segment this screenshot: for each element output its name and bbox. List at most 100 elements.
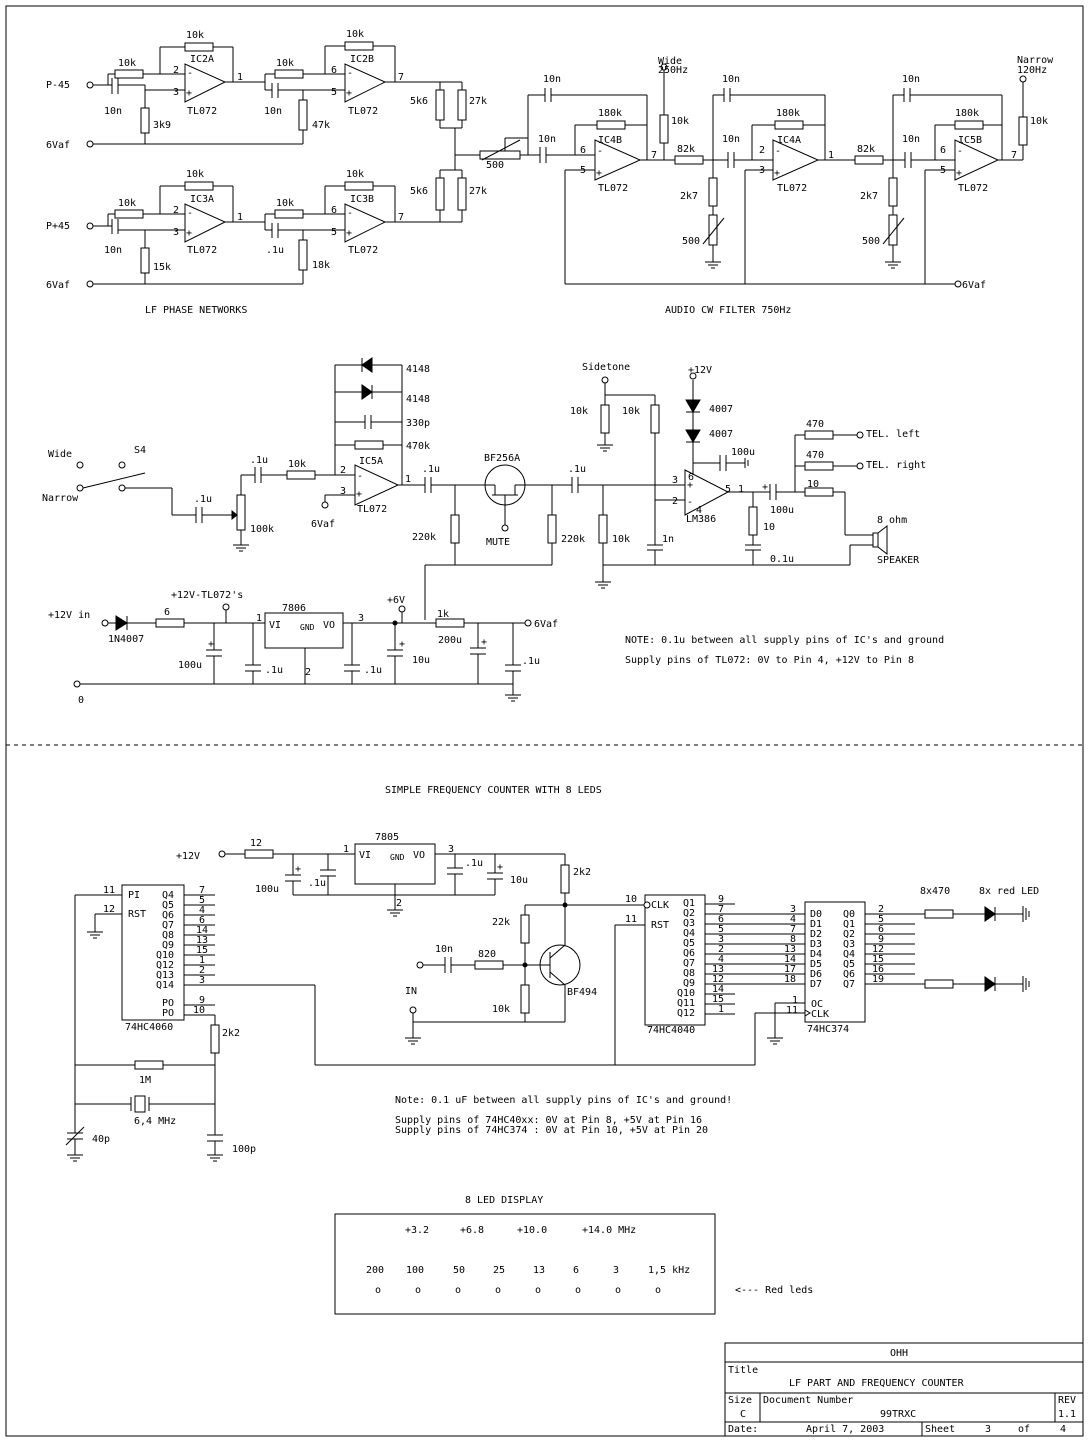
svg-text:3: 3 [718,934,724,945]
svg-text:4148: 4148 [406,394,430,405]
svg-text:74HC4060: 74HC4060 [125,1022,173,1033]
svg-text:6Vaf: 6Vaf [962,280,986,291]
svg-text:1: 1 [199,955,205,966]
svg-text:3: 3 [672,475,678,486]
svg-text:3: 3 [340,486,346,497]
svg-text:CLK: CLK [651,900,669,911]
svg-text:VI: VI [359,850,371,861]
svg-text:.1u: .1u [194,494,212,505]
led-icon [984,976,996,992]
svg-text:+10.0: +10.0 [517,1225,547,1236]
svg-text:+: + [774,168,780,179]
svg-text:.1u: .1u [422,464,440,475]
svg-text:1: 1 [405,474,411,485]
svg-text:4: 4 [696,505,702,516]
svg-text:VI: VI [269,620,281,631]
svg-text:+: + [497,862,503,873]
opamp-ic2a [184,63,227,103]
frequency-counter: SIMPLE FREQUENCY COUNTER WITH 8 LEDS +12… [65,785,1039,1162]
svg-text:+: + [356,489,362,500]
svg-text:PI: PI [128,890,140,901]
svg-text:Q1: Q1 [683,898,695,909]
svg-text:12: 12 [712,974,724,985]
svg-text:Q0: Q0 [843,909,855,920]
ic-74hc4060 [121,884,185,1021]
svg-text:D5: D5 [810,959,822,970]
svg-text:100u: 100u [255,884,279,895]
phase-networks: P-45 10n 10k 3k9 10k 2 3 -+ IC2A TL072 1 [46,29,487,316]
svg-text:Q3: Q3 [683,918,695,929]
svg-text:1: 1 [237,72,243,83]
svg-text:11: 11 [103,885,115,896]
svg-text:7: 7 [398,212,404,223]
svg-text:180k: 180k [776,108,800,119]
svg-text:2k7: 2k7 [680,191,698,202]
svg-text:of: of [1018,1424,1030,1435]
svg-text:GND: GND [300,623,315,632]
svg-text:6: 6 [164,607,170,618]
svg-text:10k: 10k [186,169,204,180]
svg-text:5: 5 [199,895,205,906]
svg-text:22k: 22k [492,917,510,928]
svg-text:16: 16 [872,964,884,975]
svg-text:o: o [495,1285,501,1296]
svg-text:Narrow: Narrow [42,493,79,504]
svg-text:7: 7 [199,885,205,896]
sheet-border [5,5,1084,1437]
svg-text:Q6: Q6 [683,948,695,959]
svg-text:10n: 10n [902,74,920,85]
svg-text:74HC4040: 74HC4040 [647,1025,695,1036]
svg-text:3k9: 3k9 [153,120,171,131]
svg-text:17: 17 [784,964,796,975]
svg-text:100k: 100k [250,524,274,535]
svg-text:TL072: TL072 [348,245,378,256]
svg-text:6Vaf: 6Vaf [46,280,70,291]
resistor [114,69,144,79]
svg-text:470k: 470k [406,441,430,452]
svg-text:-: - [597,146,603,157]
svg-text:o: o [575,1285,581,1296]
svg-text:.1u: .1u [522,656,540,667]
svg-text:TEL. left: TEL. left [866,429,920,440]
svg-text:VO: VO [413,850,425,861]
svg-text:D1: D1 [810,919,822,930]
svg-text:Date:: Date: [728,1424,758,1435]
svg-text:2: 2 [396,898,402,909]
crystal [134,1095,146,1113]
svg-text:10n: 10n [104,106,122,117]
svg-text:6: 6 [331,65,337,76]
svg-text:6: 6 [940,145,946,156]
svg-text:82k: 82k [857,144,875,155]
opamp-ic3a [184,203,227,243]
opamp-ic2b [344,63,387,103]
svg-text:-: - [775,146,781,157]
svg-text:TL072: TL072 [777,183,807,194]
title-block: OHH Title LF PART AND FREQUENCY COUNTER … [724,1342,1084,1437]
svg-text:Size: Size [728,1395,752,1406]
svg-text:2k2: 2k2 [573,867,591,878]
svg-text:TEL. right: TEL. right [866,460,926,471]
svg-text:TL072: TL072 [598,183,628,194]
led-display: 8 LED DISPLAY +3.2 +6.8 +10.0 +14.0 MHz … [334,1195,813,1315]
svg-text:8x red LED: 8x red LED [979,886,1039,897]
ic-74hc374 [804,901,866,1023]
svg-text:7806: 7806 [282,603,306,614]
svg-text:C: C [740,1409,746,1420]
svg-text:13: 13 [784,944,796,955]
svg-text:9: 9 [878,934,884,945]
svg-text:6: 6 [573,1265,579,1276]
svg-text:1.1: 1.1 [1058,1409,1076,1420]
svg-text:500: 500 [682,236,700,247]
svg-text:500: 500 [862,236,880,247]
svg-text:Q8: Q8 [162,930,174,941]
svg-text:+: + [687,480,693,491]
svg-text:7: 7 [651,150,657,161]
svg-text:BF494: BF494 [567,987,597,998]
svg-text:220k: 220k [561,534,585,545]
svg-text:1: 1 [828,150,834,161]
cw-filter: 500 10n 10n 180k 6 5 -+ IC4B TL072 7 10k [479,55,1054,316]
svg-text:P+45: P+45 [46,221,70,232]
svg-text:3: 3 [613,1265,619,1276]
svg-text:.1u: .1u [266,245,284,256]
svg-text:18: 18 [784,974,796,985]
